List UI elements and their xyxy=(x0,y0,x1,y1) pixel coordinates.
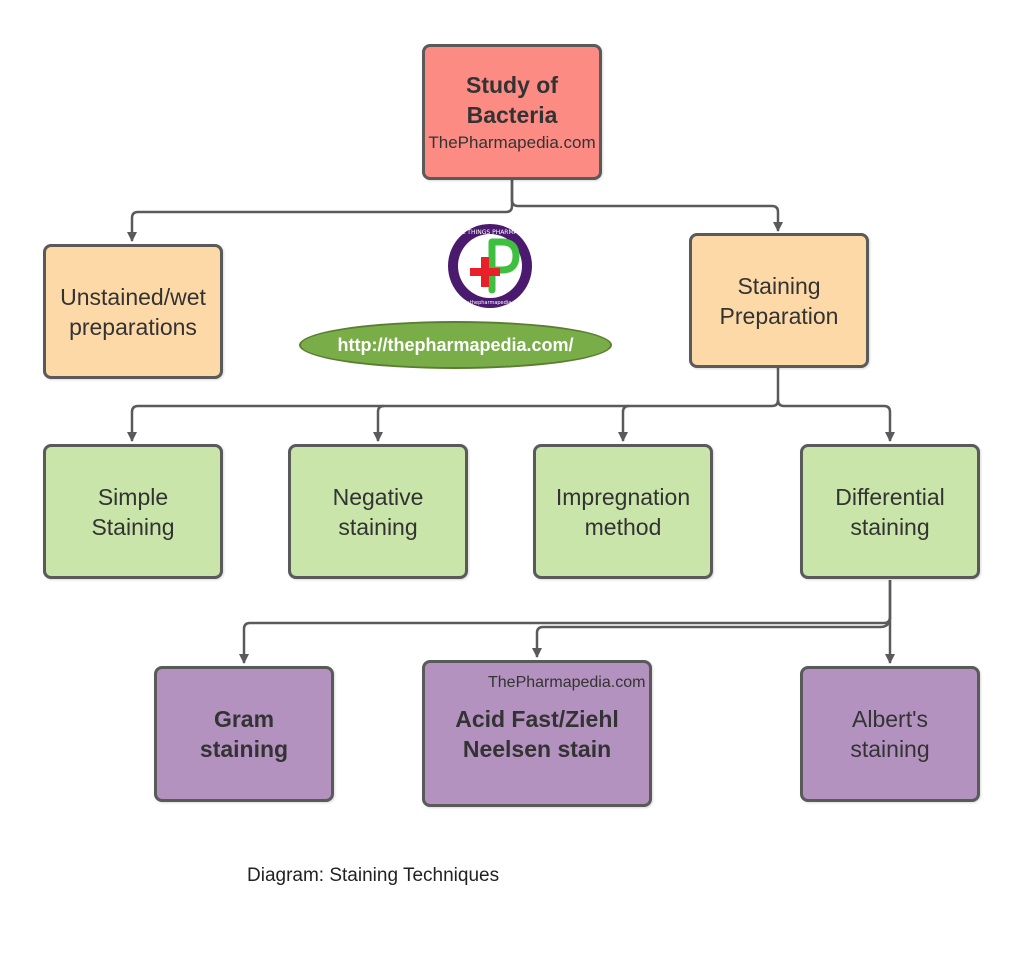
node-acid-fast-line2: Neelsen stain xyxy=(462,735,612,762)
node-study-of-bacteria-line1: Study of xyxy=(466,72,558,98)
connector-prep-to-differential xyxy=(776,399,895,442)
node-alberts-staining: Albert's staining xyxy=(800,666,980,802)
node-staining-preparation: Staining Preparation xyxy=(689,233,869,368)
thepharmapedia-logo-icon: ALL THINGS PHARMACY www.thepharmapedia.c… xyxy=(448,224,532,308)
node-staining-prep-line1: Staining xyxy=(737,272,821,299)
node-differential-line1: Differential xyxy=(835,483,945,510)
logo-ring-text: ALL THINGS PHARMACY xyxy=(455,229,526,236)
node-albert-line2: staining xyxy=(850,736,930,762)
node-study-of-bacteria-watermark: ThePharmapedia.com xyxy=(428,133,596,152)
diagram-caption: Diagram: Staining Techniques xyxy=(247,865,500,886)
node-study-of-bacteria: Study of Bacteria ThePharmapedia.com xyxy=(422,44,602,180)
node-impregnation-line1: Impregnation xyxy=(555,483,691,510)
node-negative-line1: Negative xyxy=(332,483,424,510)
node-unstained-line1: Unstained/wet xyxy=(60,283,206,310)
connector-root-to-staining-prep xyxy=(510,180,783,232)
connector-prep-to-negative xyxy=(373,404,385,442)
logo-bottom-text: www.thepharmapedia.com xyxy=(456,300,523,306)
node-staining-prep-line2: Preparation xyxy=(719,302,839,329)
node-simple-line1: Simple xyxy=(97,483,169,510)
connector-prep-to-impregnation xyxy=(618,404,630,442)
node-unstained-line2: preparations xyxy=(69,313,197,340)
connector-root-to-unstained xyxy=(127,180,514,242)
node-impregnation-line2: method xyxy=(584,513,662,540)
url-link-pill[interactable]: http://thepharmapedia.com/ xyxy=(299,321,612,369)
node-differential-staining: Differential staining xyxy=(800,444,980,579)
node-unstained-wet-preparations: Unstained/wet preparations xyxy=(43,244,223,379)
node-acid-fast-ziehl-neelsen: Acid Fast/Ziehl Neelsen stain xyxy=(422,660,652,807)
node-gram-line1: Gram xyxy=(213,706,275,732)
node-simple-line2: Staining xyxy=(91,513,175,540)
node-differential-line2: staining xyxy=(850,513,930,540)
node-albert-line1: Albert's xyxy=(852,706,928,732)
connector-prep-to-simple xyxy=(127,368,780,442)
node-acid-fast-line1: Acid Fast/Ziehl xyxy=(455,705,619,732)
node-study-of-bacteria-line2: Bacteria xyxy=(466,102,558,128)
connector-diff-to-gram xyxy=(239,580,892,664)
node-impregnation-method: Impregnation method xyxy=(533,444,713,579)
url-link-text[interactable]: http://thepharmapedia.com/ xyxy=(337,334,574,355)
node-negative-staining: Negative staining xyxy=(288,444,468,579)
node-simple-staining: Simple Staining xyxy=(43,444,223,579)
node-gram-staining: Gram staining xyxy=(154,666,334,802)
node-negative-line2: staining xyxy=(338,513,418,540)
watermark-text: ThePharmapedia.com xyxy=(488,674,646,691)
node-gram-line2: staining xyxy=(199,736,289,762)
